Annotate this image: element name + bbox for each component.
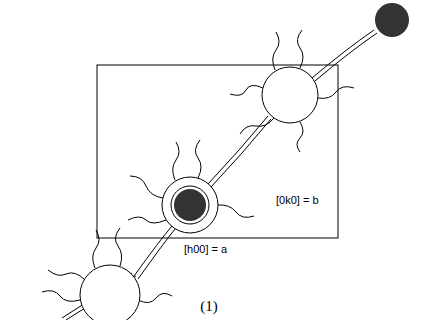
tail	[318, 87, 354, 99]
tail	[240, 118, 274, 134]
dark-core	[174, 189, 206, 221]
unit-cell	[97, 65, 338, 238]
tail	[138, 293, 172, 302]
tail	[42, 291, 80, 302]
figure-caption: (1)	[200, 298, 218, 315]
tail	[273, 32, 279, 70]
axis-label: [0k0] = b	[276, 194, 319, 206]
chain	[134, 226, 175, 279]
micelle	[162, 177, 218, 233]
tail	[173, 142, 179, 180]
micelle	[262, 67, 318, 123]
dark-core	[375, 3, 409, 37]
tail	[128, 217, 166, 223]
tail	[93, 230, 99, 268]
micelle	[80, 265, 140, 320]
tail	[195, 140, 201, 178]
micelle-ring	[171, 186, 209, 224]
tail	[297, 122, 303, 152]
tail	[230, 85, 263, 95]
tail	[130, 176, 163, 198]
tail	[217, 205, 254, 217]
tail	[297, 30, 303, 68]
chain	[312, 30, 377, 81]
axis-label: [h00] = a	[184, 243, 227, 255]
tail	[48, 270, 85, 280]
tail	[115, 228, 121, 266]
